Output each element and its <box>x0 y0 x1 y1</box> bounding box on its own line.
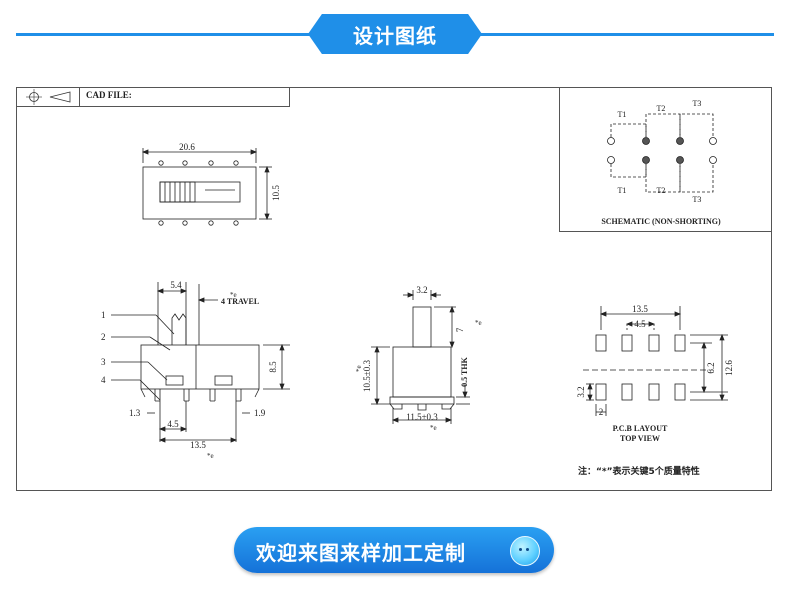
callout-2: 2 <box>101 332 106 342</box>
dim-body-length: 13.5 <box>190 440 206 450</box>
pcb-caption-2: TOP VIEW <box>620 434 660 443</box>
projection-symbol-icon <box>26 89 71 105</box>
pcb-pad-len-label: 3.2 <box>576 386 586 397</box>
top-view <box>141 148 272 226</box>
pcb-overall-label: 13.5 <box>632 304 648 314</box>
schem-t1-bottom: T1 <box>618 186 627 195</box>
header-line-right <box>474 33 774 36</box>
custom-order-button[interactable]: 欢迎来图来样加工定制 <box>234 527 554 573</box>
thk-label: 0.5 THK <box>460 356 469 386</box>
body-height-mark: *e <box>355 365 363 372</box>
dim-body-height: 10.5±0.3 <box>362 360 372 392</box>
schem-t1-top: T1 <box>618 110 627 119</box>
schem-t3-top: T3 <box>693 99 702 108</box>
dim-height-label: 8.5 <box>268 361 278 373</box>
knob-height-mark: *e <box>475 319 482 327</box>
drawing-frame <box>16 87 772 491</box>
side-view <box>111 282 290 443</box>
schematic-caption: SCHEMATIC (NON-SHORTING) <box>601 217 721 226</box>
callout-4: 4 <box>101 375 106 385</box>
dim-right-offset: 1.9 <box>254 408 266 418</box>
dim-actuator-label: 5.4 <box>170 280 182 290</box>
dim-length-label: 20.6 <box>179 142 195 152</box>
pcb-pad-width-label: 2 <box>599 407 604 417</box>
section-title: 设计图纸 <box>308 14 482 54</box>
dim-width-label: 10.5 <box>271 185 281 201</box>
dim-pitch-label: 4.5 <box>167 419 179 429</box>
quality-note: 注：“*”表示关键5个质量特性 <box>578 465 700 477</box>
title-block: CAD FILE: <box>16 87 290 107</box>
title-block-divider <box>79 87 80 106</box>
header-line-left <box>16 33 316 36</box>
dim-knob-height: 7 <box>455 327 465 332</box>
pcb-layout <box>583 306 728 416</box>
schem-t2-top: T2 <box>657 104 666 113</box>
pcb-height-label: 12.6 <box>724 360 734 376</box>
body-width-mark: *e <box>430 424 437 432</box>
schematic-box <box>559 87 772 232</box>
travel-mark: *e <box>230 291 237 299</box>
callout-3: 3 <box>101 357 106 367</box>
dim-body-width: 11.5±0.3 <box>406 412 438 422</box>
cad-file-label: CAD FILE: <box>86 90 132 100</box>
dim-knob-width: 3.2 <box>416 285 427 295</box>
custom-order-label: 欢迎来图来样加工定制 <box>256 541 466 565</box>
schem-t2-bottom: T2 <box>657 186 666 195</box>
schematic <box>607 113 717 193</box>
callout-1: 1 <box>101 310 106 320</box>
bubble-mascot-icon <box>510 536 540 566</box>
pcb-caption-1: P.C.B LAYOUT <box>613 424 668 433</box>
end-view <box>371 290 470 424</box>
schem-t3-bottom: T3 <box>693 195 702 204</box>
travel-label: 4 TRAVEL <box>221 297 259 306</box>
dim-left-offset: 1.3 <box>129 408 141 418</box>
pcb-row-gap-label: 6.2 <box>706 362 716 373</box>
body-length-mark: *e <box>207 452 214 460</box>
pcb-pitch-label: 4.5 <box>634 319 646 329</box>
